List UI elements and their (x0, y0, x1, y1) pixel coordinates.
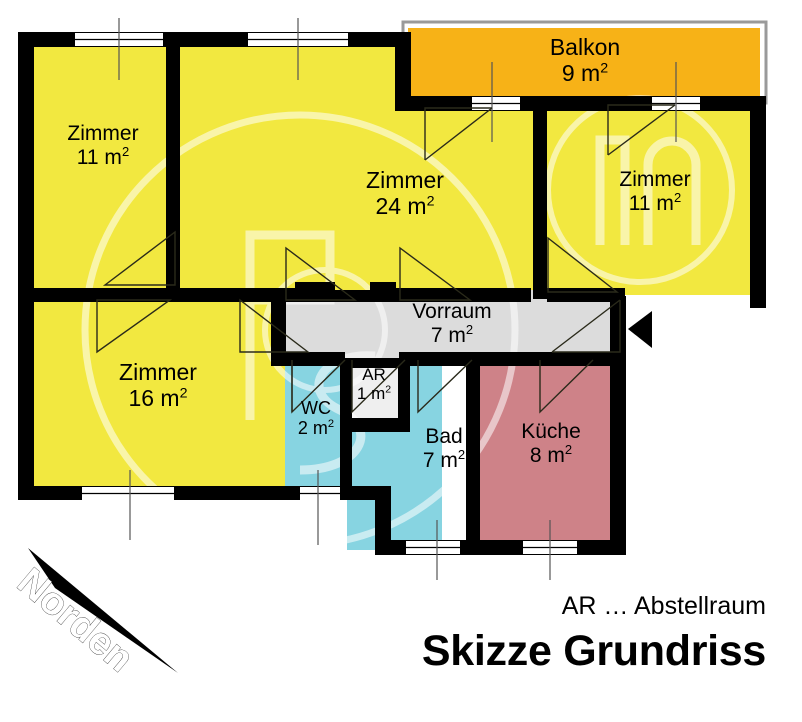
wall-balcony-left (395, 32, 411, 110)
wall-kueche-top (478, 352, 618, 366)
wall-under-balcony (395, 96, 765, 111)
door-zimmer16-a (96, 299, 173, 354)
door-balkon-left (424, 107, 492, 160)
door-balkon-left-arc (424, 107, 493, 161)
wall-bad-top (399, 352, 484, 366)
wall-ar-right (398, 358, 410, 428)
door-ar (351, 359, 406, 414)
wall-ar-bottom (340, 418, 410, 432)
room-fill-zimmer-24 (174, 45, 410, 295)
wall-vorraum-left (271, 296, 286, 366)
wall-mid-step-a (295, 282, 335, 302)
legend-abstellraum: AR … Abstellraum (561, 592, 766, 620)
door-entry-arc (551, 299, 621, 353)
window-zimmer-11-left (75, 18, 163, 80)
door-zimmer11l (102, 230, 176, 286)
door-zimmer24-b (399, 246, 473, 301)
wall-bad-kueche (466, 360, 480, 555)
wall-mid-center (185, 288, 295, 302)
room-fill-zimmer-16 (32, 295, 285, 495)
wall-ar-top (340, 358, 410, 368)
door-kueche (539, 359, 594, 414)
room-fill-zimmer-11-left (32, 45, 174, 295)
window-balkon-left (472, 62, 520, 142)
windows (75, 18, 700, 580)
window-zimmer-24 (248, 18, 348, 80)
door-zimmer16-b (239, 298, 311, 353)
wall-kueche-right (610, 352, 626, 552)
window-bad (406, 520, 460, 580)
wall-zimmer11l-zimmer24 (166, 40, 180, 296)
page-title: Skizze Grundriss (421, 627, 766, 675)
wall-bad-left-lower (375, 486, 391, 554)
window-balkon-right (652, 62, 700, 142)
window-zimmer-16 (82, 470, 174, 540)
wall-mid-left (18, 288, 185, 302)
wall-vorraum-right (610, 296, 626, 368)
wall-mid-notch (335, 290, 371, 302)
wall-outer-left (18, 32, 34, 500)
wall-outer-right-upper (750, 96, 766, 308)
entrance-arrow-icon (628, 311, 652, 348)
wall-wc-top (285, 352, 345, 366)
door-balkon-right-arc (607, 104, 676, 156)
wall-mid-step-b (370, 282, 396, 302)
room-fill-balkon (408, 28, 760, 103)
wall-zimmer24-zimmer11r (533, 103, 547, 299)
door-balkon-right (607, 104, 675, 155)
window-kueche (523, 520, 577, 580)
door-zimmer24-a (285, 246, 358, 301)
compass-arrow-icon (28, 548, 178, 673)
door-bad (417, 359, 473, 414)
room-fill-kueche (478, 360, 618, 550)
door-swings (96, 104, 676, 414)
door-zimmer11r (547, 236, 620, 293)
window-wc (300, 470, 340, 545)
door-entry-swing (552, 300, 621, 353)
